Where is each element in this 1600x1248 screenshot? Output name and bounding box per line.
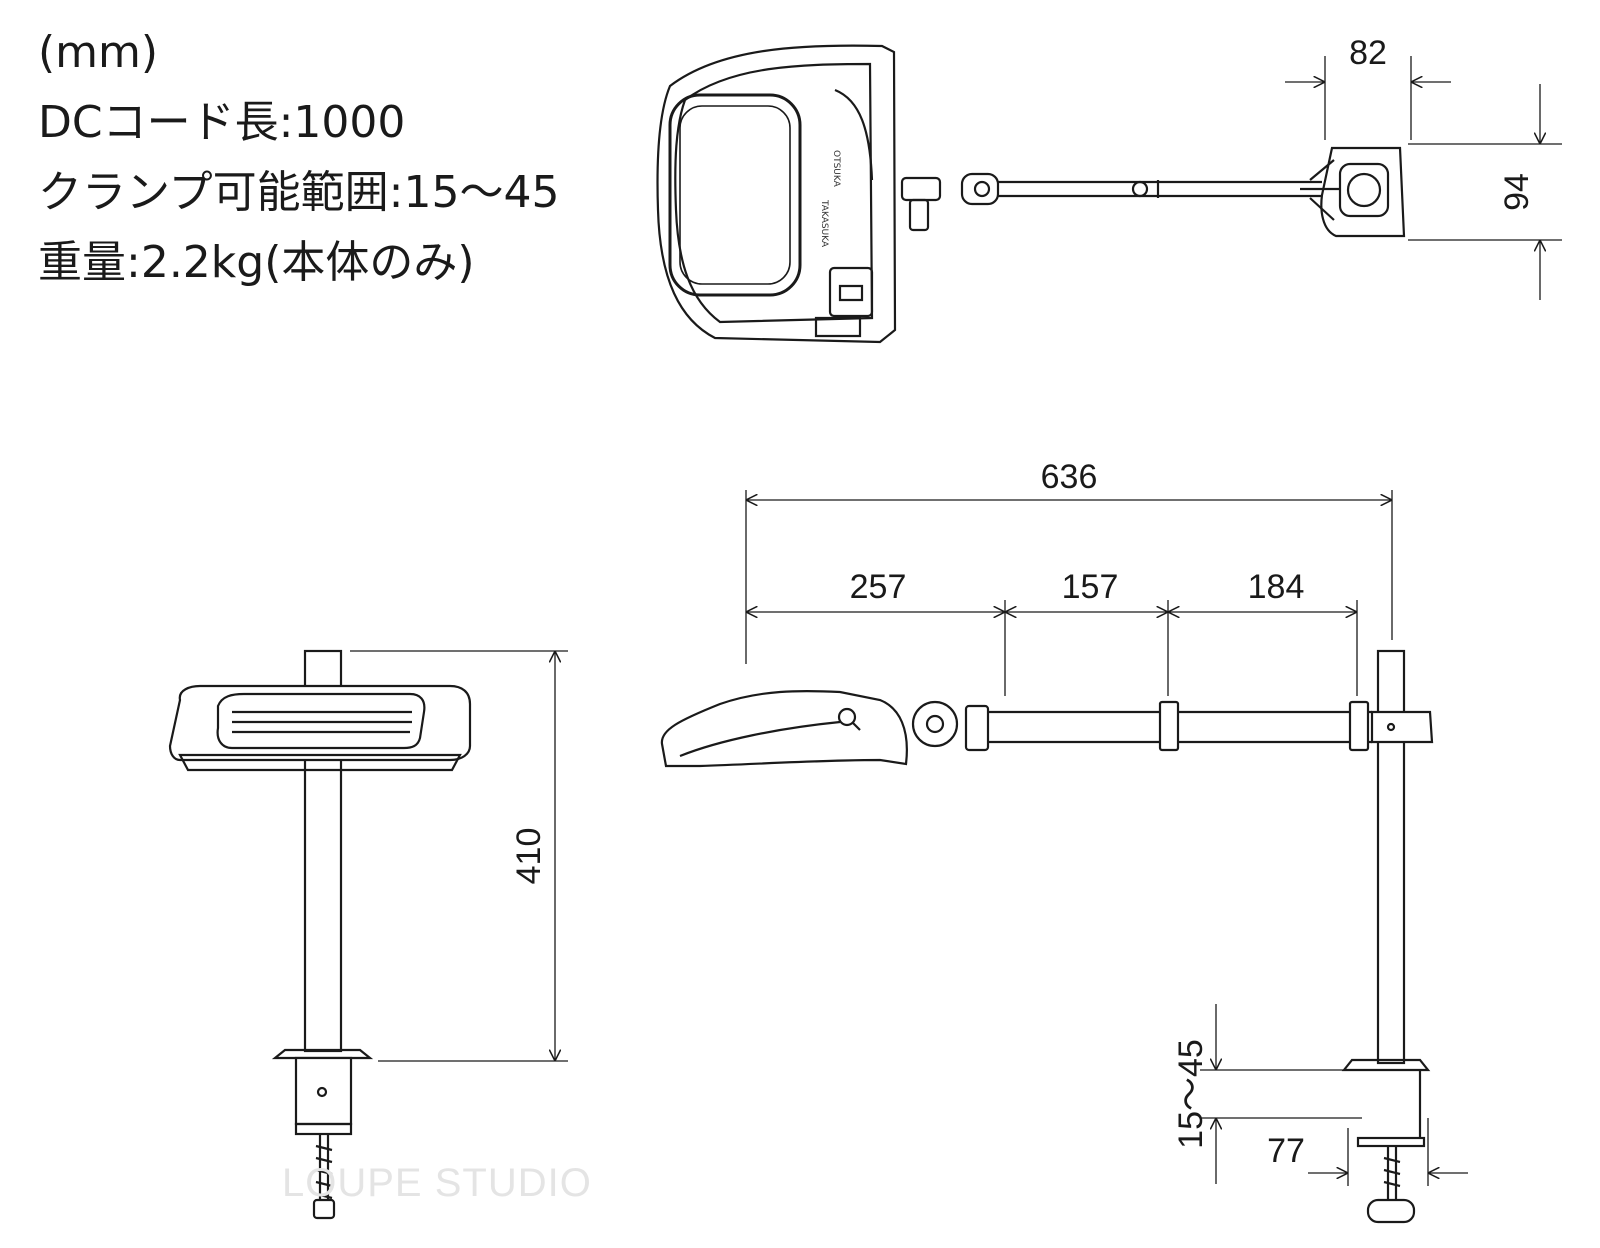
dim-label-82: 82: [1349, 34, 1387, 72]
clamp-range-spec: クランプ可能範囲:15～45: [38, 167, 560, 218]
dim-label-94: 94: [1498, 173, 1536, 211]
dim-segments: 257 157 184: [746, 568, 1358, 696]
weight-spec: 重量:2.2kg(本体のみ): [38, 237, 475, 288]
brand-logo: OTSUKA: [831, 150, 841, 188]
spec-block: (mm) DCコード長:1000 クランプ可能範囲:15～45 重量:2.2kg…: [38, 18, 559, 298]
dim-label-184: 184: [1248, 568, 1305, 606]
dim-clamp-range: 15～45: [1172, 1004, 1362, 1184]
dim-77: 77: [1267, 1118, 1468, 1186]
dim-label-636: 636: [1041, 458, 1098, 496]
top-lamp-head: OTSUKA TAKASUKA: [656, 44, 897, 344]
watermark: LOUPE STUDIO: [282, 1161, 592, 1205]
dim-94: 94: [1408, 84, 1562, 300]
svg-text:TAKASUKA: TAKASUKA: [819, 199, 829, 248]
side-view: [660, 649, 1434, 1224]
dim-label-157: 157: [1062, 568, 1119, 606]
side-joint: [911, 700, 959, 748]
front-clamp: [271, 1048, 374, 1060]
dim-410: 410: [350, 650, 568, 1062]
cord-length-spec: DCコード長:1000: [38, 97, 406, 148]
top-arm: [900, 172, 1322, 232]
front-view: [168, 649, 472, 1220]
dim-label-410: 410: [510, 828, 548, 885]
top-view: OTSUKA TAKASUKA: [656, 44, 1406, 344]
dim-636: 636: [745, 458, 1393, 664]
unit-label: (mm): [38, 27, 159, 78]
dim-label-257: 257: [850, 568, 907, 606]
top-clamp: [1300, 146, 1406, 238]
dim-label-15-45: 15～45: [1172, 1039, 1210, 1149]
switch-icon: [828, 266, 874, 318]
dim-82: 82: [1285, 34, 1451, 140]
dim-label-77: 77: [1267, 1132, 1305, 1170]
